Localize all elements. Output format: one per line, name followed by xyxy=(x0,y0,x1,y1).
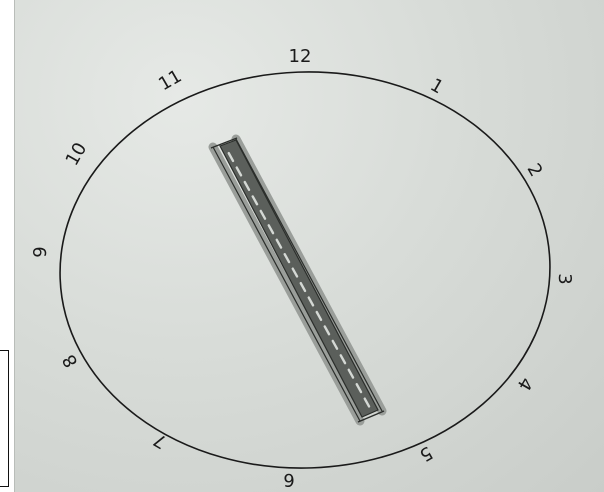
clock-number-7: 7 xyxy=(150,429,170,453)
ladder-bar xyxy=(211,138,384,422)
clock-number-8: 8 xyxy=(58,351,82,371)
clock-number-6: 6 xyxy=(283,469,294,490)
clock-number-4: 4 xyxy=(513,374,537,394)
clock-number-9: 9 xyxy=(30,246,51,257)
clock-number-11: 11 xyxy=(155,66,185,96)
clock-number-10: 10 xyxy=(62,139,92,169)
clock-number-2: 2 xyxy=(523,160,547,180)
clock-number-12: 12 xyxy=(289,46,312,67)
clock-number-3: 3 xyxy=(554,273,575,284)
clock-number-1: 1 xyxy=(427,74,447,98)
clock-number-5: 5 xyxy=(416,442,436,466)
